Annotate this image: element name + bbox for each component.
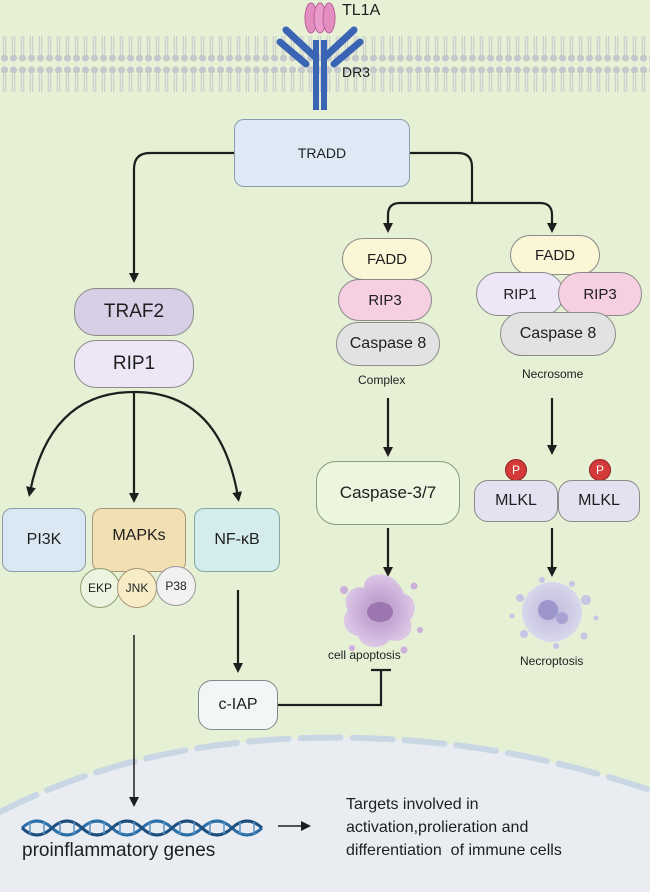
targets-line-3: differentiation of immune cells <box>346 842 562 859</box>
mapk-member-ekp: EKP <box>80 568 120 608</box>
necroptosis-label: Necroptosis <box>520 654 584 668</box>
mapk-member-p38: P38 <box>156 566 196 606</box>
caspase8-node-necrosome: Caspase 8 <box>500 312 616 356</box>
arrow-to-necrosome <box>472 201 557 233</box>
phospho-icon-right: P <box>589 459 611 481</box>
inhibition-ciap-to-apoptosis <box>278 670 383 707</box>
mlkl-node-right: MLKL <box>558 480 640 522</box>
nucleus <box>0 734 650 892</box>
tl1a-label: TL1A <box>342 2 381 19</box>
arrow-rip1-to-nfkb <box>133 390 243 502</box>
proinflammatory-genes-label: proinflammatory genes <box>22 840 216 861</box>
mapk-member-jnk: JNK <box>117 568 157 608</box>
cell-apoptosis-label: cell apoptosis <box>328 648 401 662</box>
targets-line-2: activation,prolieration and <box>346 819 529 836</box>
targets-line-1: Targets involved in <box>346 796 479 813</box>
mapks-node: MAPKs <box>92 508 186 572</box>
phospho-icon-left: P <box>505 459 527 481</box>
pi3k-node: PI3K <box>2 508 86 572</box>
arrow-to-apoptosis-complex <box>383 201 472 233</box>
caspase8-node-apoptosis: Caspase 8 <box>336 322 440 366</box>
arrow-rip1-to-pi3k <box>26 390 135 497</box>
tl1a-ligand <box>304 2 336 34</box>
dr3-receptor <box>276 26 364 110</box>
rip3-node-necrosome: RIP3 <box>558 272 642 316</box>
rip3-node-apoptosis: RIP3 <box>338 279 432 321</box>
arrow-tradd-to-traf2 <box>129 151 236 283</box>
necroptotic-cell-icon <box>509 577 599 649</box>
rip1-node-necrosome: RIP1 <box>476 272 564 316</box>
apoptotic-cell-icon <box>340 574 423 654</box>
ciap-node: c-IAP <box>198 680 278 730</box>
caspase37-node: Caspase-3/7 <box>316 461 460 525</box>
tradd-box: TRADD <box>234 119 410 187</box>
traf2-node: TRAF2 <box>74 288 194 336</box>
mlkl-node-left: MLKL <box>474 480 558 522</box>
dna-helix-icon <box>20 819 264 837</box>
fadd-node-necrosome: FADD <box>510 235 600 275</box>
complex-label: Complex <box>358 373 406 387</box>
fadd-node-apoptosis: FADD <box>342 238 432 280</box>
necrosome-label: Necrosome <box>522 367 584 381</box>
dr3-label: DR3 <box>342 64 371 80</box>
rip1-node: RIP1 <box>74 340 194 388</box>
nfkb-node: NF-κB <box>194 508 280 572</box>
arrow-tradd-split <box>408 151 474 203</box>
